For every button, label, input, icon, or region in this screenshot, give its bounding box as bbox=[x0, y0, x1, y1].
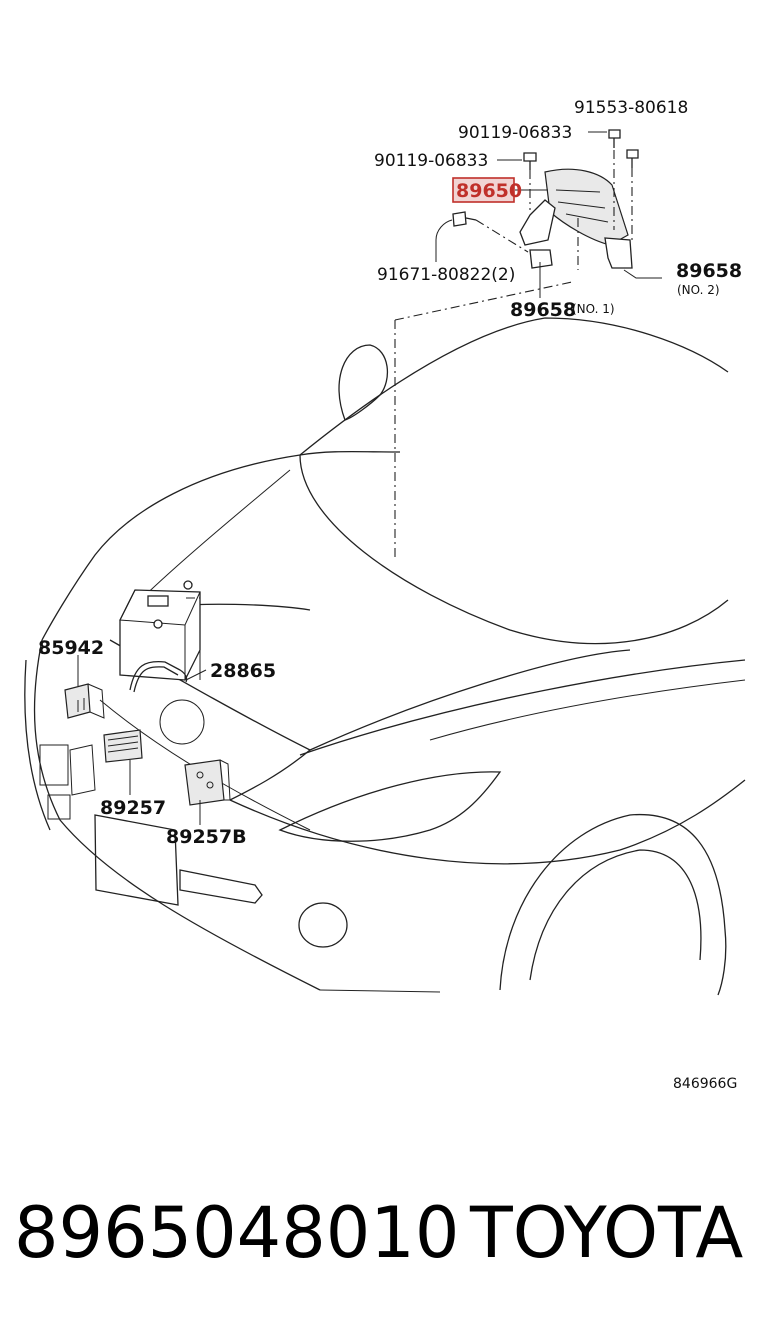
label-harness: 28865 bbox=[210, 660, 276, 682]
highlight-box bbox=[452, 177, 515, 203]
label-bracket-no2-note: (NO. 2) bbox=[677, 283, 720, 297]
part-number: 8965048010 bbox=[14, 1192, 460, 1274]
part-labels: 91553-80618 90119-06833 90119-06833 8965… bbox=[38, 98, 742, 1092]
label-bolt-top: 91553-80618 bbox=[574, 98, 688, 118]
label-bracket-no1: 89658 bbox=[510, 299, 576, 321]
label-module: 89257B bbox=[166, 826, 247, 848]
front-grille-parts bbox=[39, 744, 96, 820]
module-89257b bbox=[184, 759, 231, 806]
label-main-part[interactable]: 89650 bbox=[456, 180, 522, 202]
leader-lines bbox=[77, 131, 662, 825]
module-89650-assembly bbox=[519, 168, 633, 269]
illustration-code: 846966G bbox=[673, 1076, 737, 1092]
label-screw-b: 90119-06833 bbox=[374, 151, 488, 171]
sensor-85942 bbox=[64, 683, 105, 719]
battery bbox=[119, 580, 201, 681]
label-relay: 89257 bbox=[100, 797, 166, 819]
harness-wire bbox=[129, 660, 205, 745]
label-bracket-no2: 89658 bbox=[676, 260, 742, 282]
brand-name: TOYOTA bbox=[470, 1192, 744, 1274]
bolts bbox=[452, 129, 639, 227]
label-sensor-left: 85942 bbox=[38, 637, 104, 659]
label-bolt-pair: 91671-80822(2) bbox=[377, 265, 515, 285]
label-screw-a: 90119-06833 bbox=[458, 123, 572, 143]
relay-89257 bbox=[103, 729, 143, 763]
label-bracket-no1-note: (NO. 1) bbox=[572, 302, 615, 316]
